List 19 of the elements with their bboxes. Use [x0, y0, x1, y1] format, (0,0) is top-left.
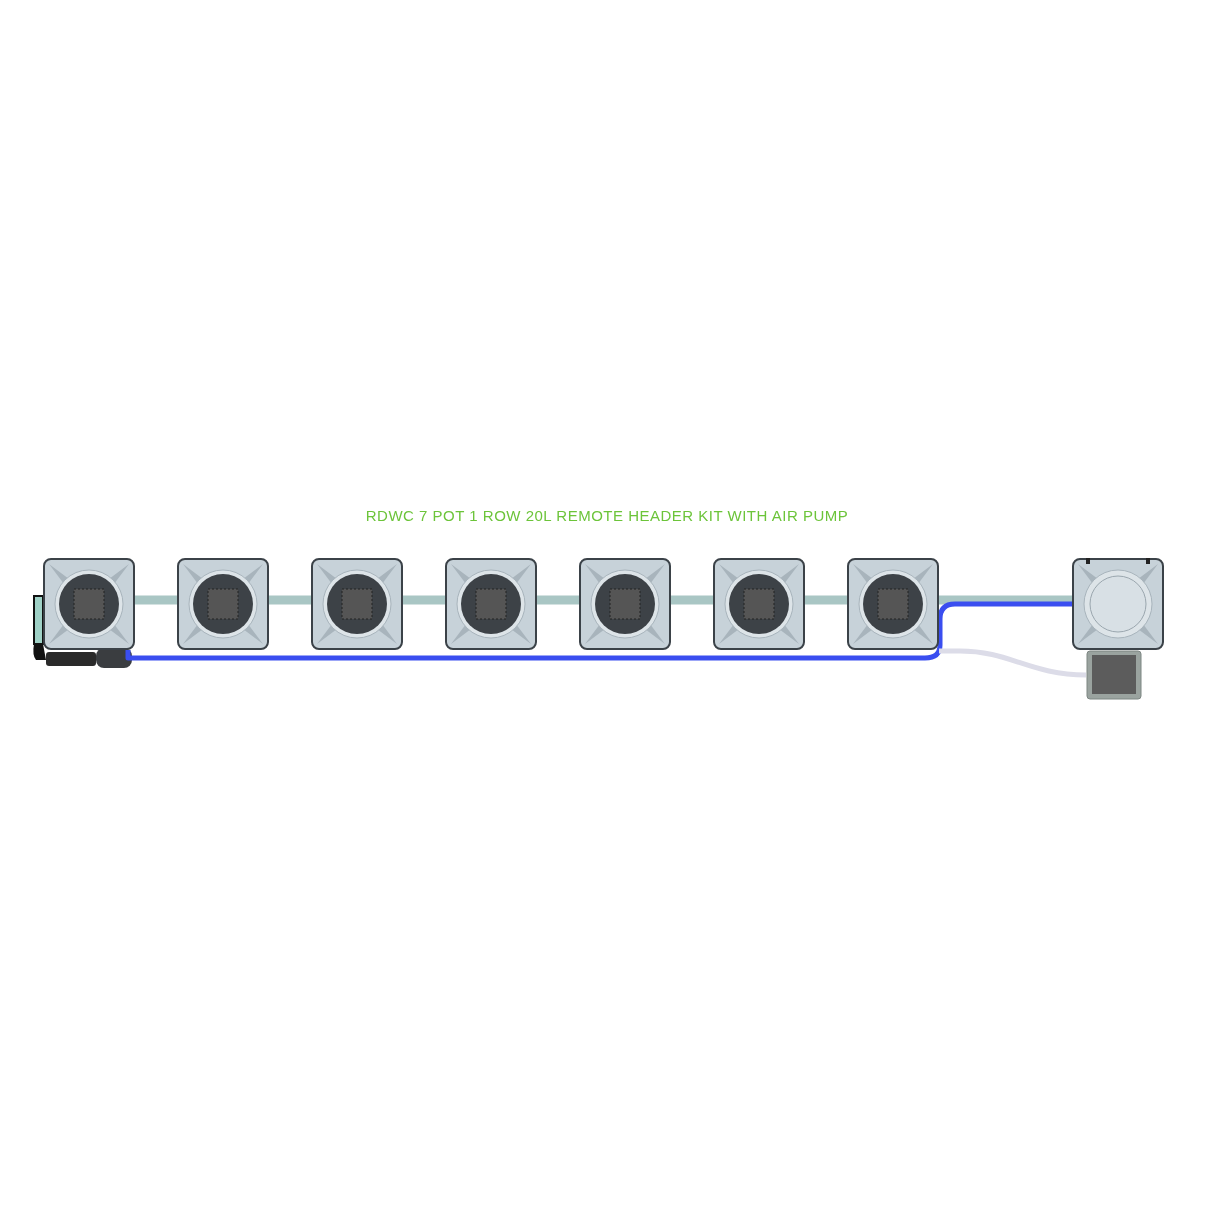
pipe — [135, 595, 177, 605]
pipe — [805, 595, 847, 605]
pot-drawing — [445, 558, 537, 650]
hose — [939, 648, 1087, 678]
header-tank-drawing — [1072, 558, 1164, 650]
hose — [125, 601, 1072, 661]
kit-title: RDWC 7 POT 1 ROW 20L REMOTE HEADER KIT WITH AIR PUMP — [365, 507, 849, 524]
pot-drawing — [847, 558, 939, 650]
pipe — [671, 595, 713, 605]
air-pump-drawing — [1086, 650, 1142, 700]
pot-drawing — [311, 558, 403, 650]
pot-drawing — [713, 558, 805, 650]
pot-drawing — [43, 558, 135, 650]
pipe — [537, 595, 579, 605]
pot-drawing — [579, 558, 671, 650]
pipe — [403, 595, 445, 605]
pot-drawing — [177, 558, 269, 650]
pipe — [939, 595, 1072, 605]
pipe — [269, 595, 311, 605]
